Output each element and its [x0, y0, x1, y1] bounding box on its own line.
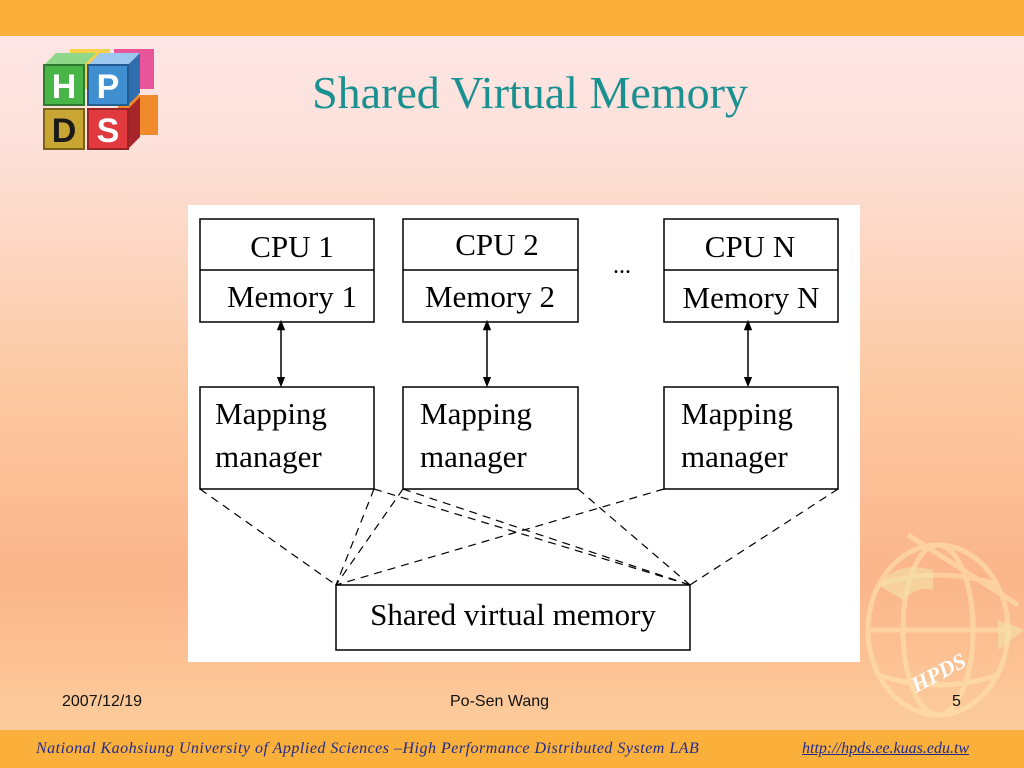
- manager-line2-2: manager: [420, 439, 527, 474]
- node-2: CPU 2 Memory 2 Mapping manager: [402, 218, 579, 490]
- mapping-manager-box-2: [402, 386, 579, 490]
- footer-organization: National Kaohsiung University of Applied…: [36, 740, 700, 757]
- memory-label-1: Memory 1: [227, 279, 357, 314]
- page-title: Shared Virtual Memory: [312, 67, 748, 118]
- hpds-globe-watermark: HPDS: [865, 532, 1024, 718]
- slide-author: Po-Sen Wang: [450, 693, 550, 710]
- logo-tile-h: [43, 64, 85, 106]
- mapping-manager-box-1: [199, 386, 375, 490]
- manager-line1-n: Mapping: [681, 396, 793, 431]
- cpu-label-n: CPU N: [705, 229, 795, 264]
- dashed-connections: [199, 488, 839, 586]
- memory-label-n: Memory N: [683, 280, 820, 315]
- logo-letter-s: S: [97, 112, 120, 150]
- manager-line1-2: Mapping: [420, 396, 532, 431]
- manager-line2-1: manager: [215, 439, 322, 474]
- memory-label-2: Memory 2: [425, 279, 555, 314]
- node-n: CPU N Memory N Mapping manager: [663, 218, 839, 490]
- footer-link[interactable]: http://hpds.ee.kuas.edu.tw: [802, 740, 970, 757]
- shared-memory-box: [335, 584, 691, 651]
- hpds-logo: H P D S: [43, 49, 158, 150]
- ellipsis: ...: [613, 253, 631, 279]
- slide-date: 2007/12/19: [62, 693, 143, 710]
- logo-tile-s: [87, 108, 129, 150]
- shared-memory-label: Shared virtual memory: [370, 597, 656, 632]
- node-1: CPU 1 Memory 1 Mapping manager: [199, 218, 375, 490]
- cpu-label-1: CPU 1: [250, 229, 334, 264]
- bottom-bar: [0, 730, 1024, 768]
- logo-letter-d: D: [52, 112, 77, 150]
- cpu-label-2: CPU 2: [455, 227, 539, 262]
- manager-line1-1: Mapping: [215, 396, 327, 431]
- manager-line2-n: manager: [681, 439, 788, 474]
- logo-tile-d: [43, 108, 85, 150]
- logo-letter-p: P: [97, 68, 120, 106]
- svm-diagram: CPU 1 Memory 1 Mapping manager CPU 2 Mem…: [188, 205, 860, 662]
- mapping-manager-box-n: [663, 386, 839, 490]
- top-bar: [0, 0, 1024, 36]
- logo-letter-h: H: [52, 68, 77, 106]
- logo-tile-p: [87, 64, 129, 106]
- page-number: 5: [952, 693, 961, 710]
